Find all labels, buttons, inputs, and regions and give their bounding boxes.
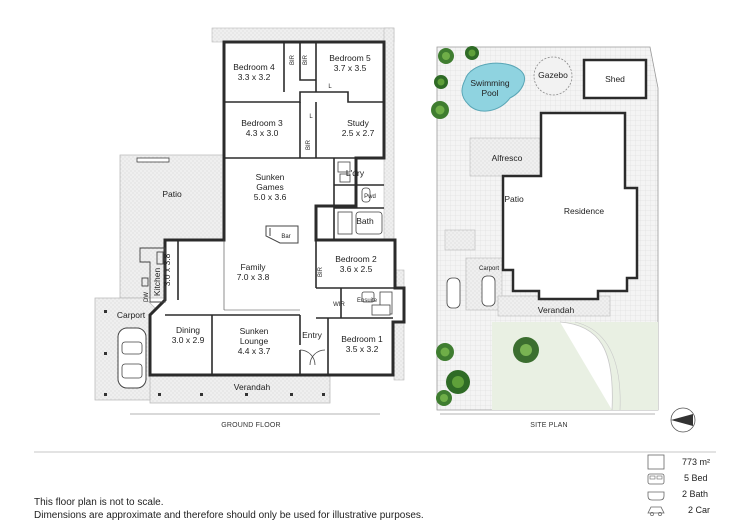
site-plan-caption: SITE PLAN	[530, 422, 568, 429]
site-plan: Swimming Pool Gazebo Shed Alfresco Patio…	[431, 46, 696, 433]
bedroom2-dims: 3.6 x 2.5	[340, 264, 373, 274]
gazebo: Gazebo	[533, 56, 573, 96]
laundry-label: L'dry	[346, 168, 365, 178]
games-name-2: Games	[256, 182, 283, 192]
ensuite-label: Ensuite	[357, 298, 378, 304]
pool-label-2: Pool	[481, 88, 498, 98]
land-area-icon	[647, 454, 665, 470]
study-dims: 2.5 x 2.7	[342, 128, 375, 138]
games-dims: 5.0 x 3.6	[254, 192, 287, 202]
disclaimer-line-2: Dimensions are approximate and therefore…	[34, 510, 424, 521]
bedroom3-dims: 4.3 x 3.0	[246, 128, 279, 138]
alfresco-label: Alfresco	[492, 153, 523, 163]
kitchen-bench	[139, 247, 166, 303]
interior-walls	[165, 42, 395, 375]
study-name: Study	[347, 118, 369, 128]
linen-label-1: L	[328, 84, 332, 90]
wet-area-fixtures	[337, 161, 393, 316]
swimming-pool	[461, 62, 525, 112]
dining-dims: 3.0 x 2.9	[172, 335, 205, 345]
linen-label-2: L	[309, 114, 313, 120]
bedroom1-dims: 3.5 x 3.2	[346, 344, 379, 354]
verandah-label: Verandah	[234, 382, 271, 392]
bir-label-4: BIR	[318, 266, 324, 277]
ground-floor-caption: GROUND FLOOR	[221, 422, 281, 429]
bedroom5-dims: 3.7 x 3.5	[334, 63, 367, 73]
site-verandah-label: Verandah	[538, 305, 575, 315]
verandah-area	[149, 374, 331, 404]
dishwasher-label: DW	[144, 292, 150, 302]
bedroom3-name: Bedroom 3	[241, 118, 283, 128]
bath-icon	[647, 491, 665, 501]
pool-label-1: Swimming	[470, 78, 509, 88]
dining-name: Dining	[176, 325, 200, 335]
wir-label: WIR	[333, 302, 345, 308]
side-path	[211, 27, 395, 43]
lounge-dims: 4.4 x 3.7	[238, 346, 271, 356]
gazebo-label: Gazebo	[538, 70, 568, 80]
ground-floor-plan: Bedroom 4 3.3 x 3.2 Bedroom 5 3.7 x 3.5 …	[94, 27, 406, 429]
residence	[501, 111, 639, 301]
bir-label-2: BIR	[303, 54, 309, 65]
carport-label: Carport	[117, 310, 146, 320]
car-stat-icon	[647, 506, 665, 516]
family-name: Family	[240, 262, 266, 272]
lounge-name-2: Lounge	[240, 336, 269, 346]
bedroom2-name: Bedroom 2	[335, 254, 377, 264]
beds-value: 5 Bed	[684, 473, 708, 483]
cars-value: 2 Car	[688, 505, 711, 515]
compass-icon	[670, 407, 696, 433]
bedroom4-name: Bedroom 4	[233, 62, 275, 72]
powder-label: Pwd	[364, 194, 376, 200]
kitchen-name: Kitchen	[152, 268, 162, 297]
shed-label: Shed	[605, 74, 625, 84]
lounge-name-1: Sunken	[240, 326, 269, 336]
car-icon	[117, 327, 147, 389]
bir-label-3: BIR	[306, 139, 312, 150]
patio-label: Patio	[162, 189, 182, 199]
residence-label: Residence	[564, 206, 604, 216]
games-name-1: Sunken	[256, 172, 285, 182]
bedroom4-dims: 3.3 x 3.2	[238, 72, 271, 82]
site-carport-label: Carport	[479, 266, 499, 272]
bed-icon	[647, 473, 665, 485]
disclaimer-line-1: This floor plan is not to scale.	[34, 497, 164, 508]
bar-label: Bar	[281, 234, 290, 240]
site-car-icon	[446, 275, 496, 309]
bar-counter	[265, 225, 299, 244]
kitchen-dims: 3.0 x 3.8	[162, 253, 172, 286]
bedroom1-name: Bedroom 1	[341, 334, 383, 344]
bedroom5-name: Bedroom 5	[329, 53, 371, 63]
bath-label: Bath	[356, 216, 374, 226]
family-dims: 7.0 x 3.8	[237, 272, 270, 282]
entry-label: Entry	[302, 330, 323, 340]
land-area-value: 773 m²	[682, 457, 711, 467]
trees	[431, 46, 539, 406]
baths-value: 2 Bath	[682, 489, 709, 499]
bir-label-1: BIR	[290, 54, 296, 65]
shed	[582, 58, 648, 100]
site-patio-label: Patio	[504, 194, 524, 204]
entry-door	[299, 349, 326, 366]
